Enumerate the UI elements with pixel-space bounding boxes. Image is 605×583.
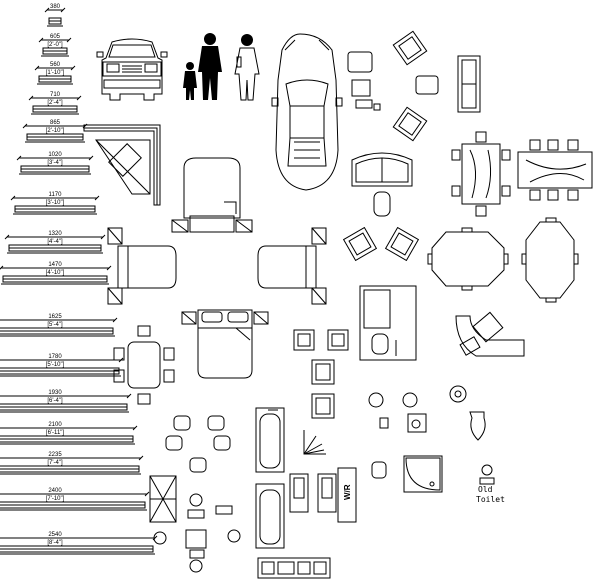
window-1470: 1470 [4'-10"] <box>0 262 112 285</box>
window-width-ft: [3'-10"] <box>46 200 65 206</box>
armchairs-and-table <box>392 30 439 142</box>
round-table-armchairs <box>165 415 231 473</box>
window-width-ft: [2'-10"] <box>46 128 65 134</box>
window-width-ft: [4'-10"] <box>46 270 65 276</box>
window-1020: 1020 [3'-4"] <box>16 152 94 175</box>
corner-shower <box>371 455 443 493</box>
sofa <box>457 55 481 113</box>
window-width-mm: 605 <box>50 34 61 40</box>
shower-fan-icon <box>303 430 326 455</box>
window-width-mm: 1930 <box>48 390 62 396</box>
window-1625: 1625 [5'-4"] <box>0 314 118 337</box>
window-width-mm: 380 <box>50 4 61 10</box>
window-width-ft: [6'-11"] <box>46 430 65 436</box>
window-2540: 2540 [8'-4"] <box>0 532 158 555</box>
window-width-ft: [2'-4"] <box>47 100 63 106</box>
window-width-ft: [7'-10"] <box>46 496 65 502</box>
dining-table-wood-6 <box>451 131 511 217</box>
old-toilet-block: Old Toilet <box>476 464 505 504</box>
window-width-mm: 1020 <box>48 152 62 158</box>
car-front-elevation <box>96 38 168 101</box>
window-2235: 2235 [7'-4"] <box>0 452 144 475</box>
window-width-mm: 2100 <box>48 422 62 428</box>
window-dimension-column: 380 605 [2'-0"] 560 [1'-10"] 710 [2'-4"] 865 [2'… <box>0 4 158 555</box>
window-width-ft: [6'-4"] <box>47 398 63 404</box>
window-width-mm: 1170 <box>49 192 63 198</box>
window-width-mm: 2235 <box>48 452 62 458</box>
old-label: Old <box>478 485 493 494</box>
double-bed-with-nightstands <box>181 309 269 379</box>
window-width-ft: [7'-4"] <box>47 460 63 466</box>
octagonal-dining-table <box>521 217 579 303</box>
window-width-ft: [8'-4"] <box>47 540 63 546</box>
window-width-mm: 2400 <box>48 488 62 494</box>
kitchen-sinks <box>293 329 349 419</box>
toilet-cluster <box>153 493 241 573</box>
bed-headboard-elevation <box>351 152 413 217</box>
window-380: 380 <box>44 4 66 27</box>
window-width-ft: [3'-4"] <box>47 160 63 166</box>
corner-bathtub <box>83 124 161 206</box>
car-top-view <box>271 33 343 191</box>
dining-table-wood-8 <box>517 139 593 201</box>
window-width-ft: [1'-10"] <box>46 70 65 76</box>
window-width-mm: 2540 <box>48 532 62 538</box>
window-width-ft: [5'-10"] <box>46 362 65 368</box>
window-width-mm: 710 <box>50 92 61 98</box>
window-865: 865 [2'-10"] <box>22 120 88 143</box>
bathtub-vertical-1 <box>255 407 285 473</box>
window-605: 605 [2'-0"] <box>38 34 72 57</box>
bathtub-vertical-2 <box>255 483 285 549</box>
window-1780: 1780 [5'-10"] <box>0 354 124 377</box>
window-1170: 1170 [3'-10"] <box>10 192 100 215</box>
window-width-mm: 1780 <box>48 354 62 360</box>
toilets-plan <box>368 385 486 441</box>
desk-with-chair-corner <box>455 311 525 357</box>
desk-chair-set <box>347 51 381 111</box>
dining-table-6-chairs <box>113 325 175 405</box>
window-width-ft: [5'-4"] <box>47 322 63 328</box>
window-2400: 2400 [7'-10"] <box>0 488 150 511</box>
window-1930: 1930 [6'-4"] <box>0 390 132 413</box>
twin-sink-vanity <box>149 475 177 523</box>
window-width-mm: 1470 <box>48 262 62 268</box>
window-width-ft: [4'-4"] <box>47 239 63 245</box>
window-width-mm: 560 <box>50 62 61 68</box>
window-2100: 2100 [6'-11"] <box>0 422 138 445</box>
bed-facing-left <box>257 227 327 305</box>
person-outline <box>234 47 260 101</box>
stacked-units <box>289 467 357 523</box>
window-710: 710 [2'-4"] <box>28 92 82 115</box>
people-silhouettes <box>183 33 253 100</box>
window-width-ft: [2'-0"] <box>47 42 63 48</box>
window-width-mm: 1625 <box>48 314 62 320</box>
counter-with-sinks <box>257 557 331 579</box>
bed-facing-right <box>107 227 177 305</box>
wr-label: W/R <box>343 484 352 500</box>
oval-dining-table <box>427 227 509 291</box>
toilet-label: Toilet <box>476 495 505 504</box>
bathroom-plan <box>359 285 417 361</box>
single-bed-with-nightstands <box>171 157 253 233</box>
window-1320: 1320 [4'-4"] <box>4 231 106 254</box>
window-560: 560 [1'-10"] <box>34 62 76 85</box>
lounge-chairs-pair <box>342 226 420 262</box>
window-width-mm: 865 <box>50 120 61 126</box>
window-width-mm: 1320 <box>48 231 62 237</box>
